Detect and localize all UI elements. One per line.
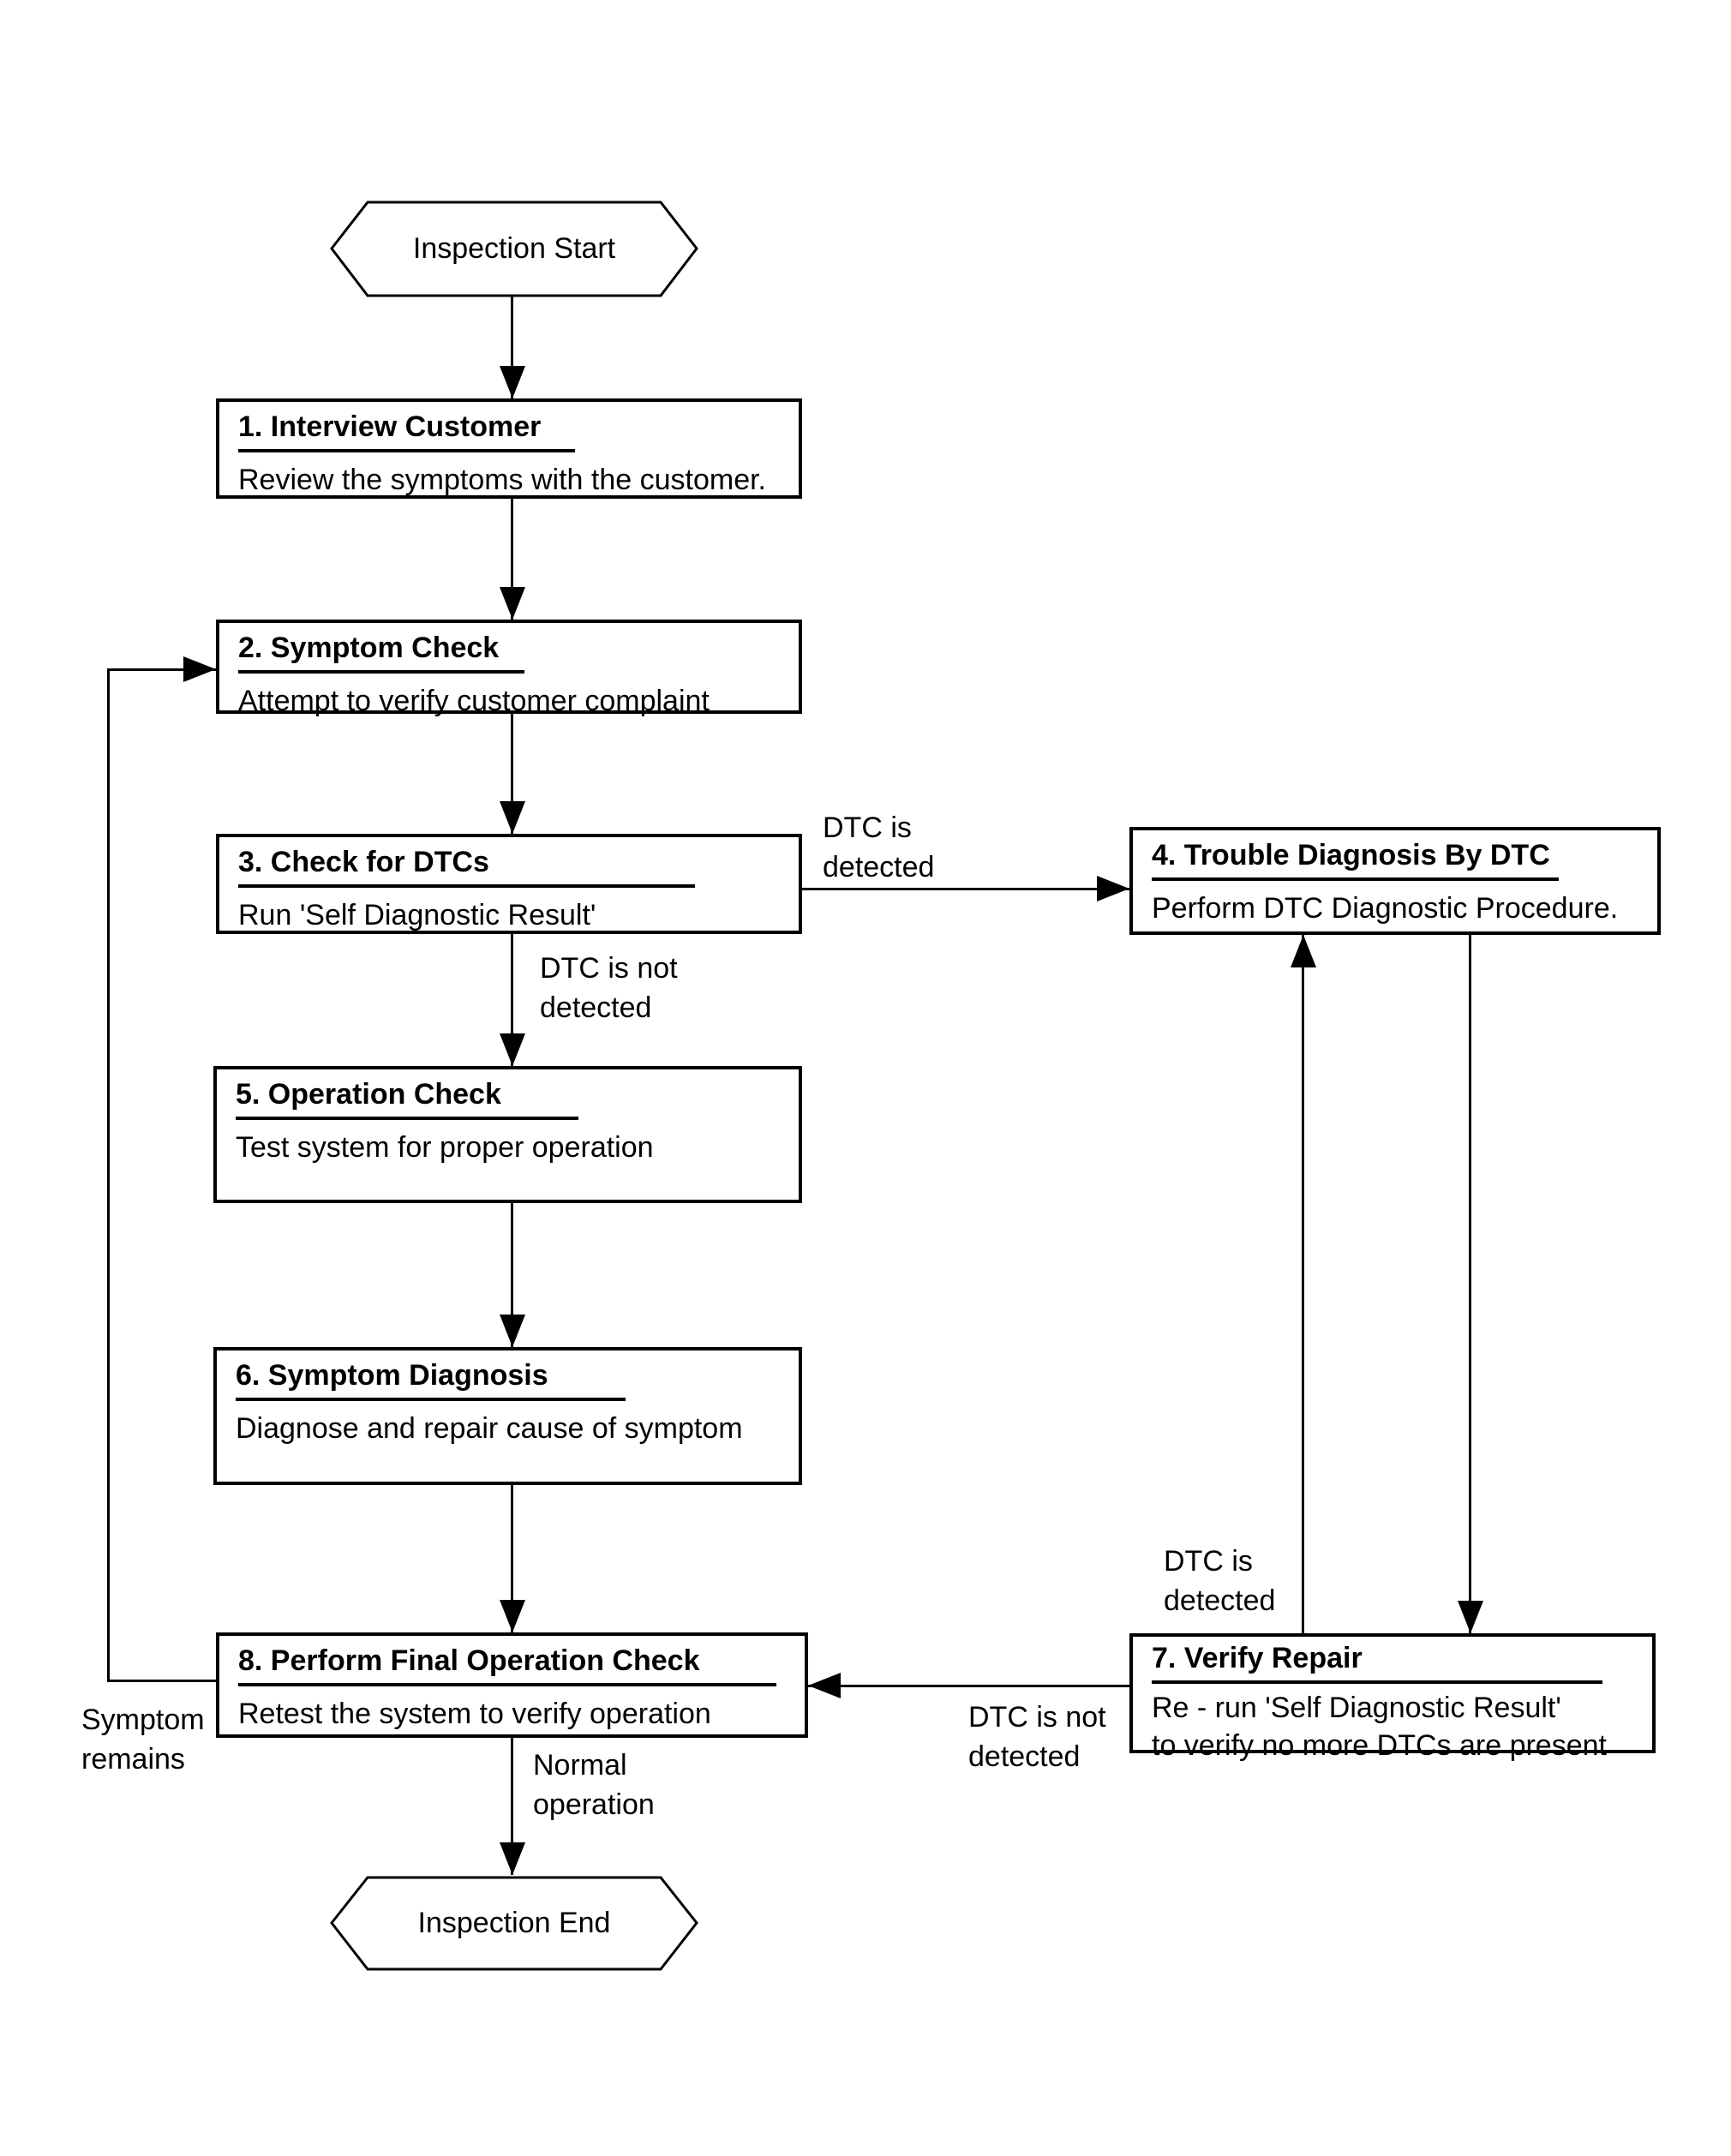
step-4-title: 4. Trouble Diagnosis By DTC xyxy=(1152,839,1559,882)
edge-box7-box4-up xyxy=(1302,935,1304,1633)
edge-box8-end-arrowhead xyxy=(500,1842,525,1875)
step-7-body: Re - run 'Self Diagnostic Result' to ver… xyxy=(1152,1692,1607,1763)
step-3-body: Run 'Self Diagnostic Result' xyxy=(238,899,596,932)
hexagon-shape xyxy=(330,201,698,297)
node-inspection-start: Inspection Start xyxy=(330,200,698,298)
edge-box8-box2-bottom-segment xyxy=(107,1680,216,1682)
node-step-6: 6. Symptom Diagnosis Diagnose and repair… xyxy=(213,1347,802,1485)
edge-start-box1-arrowhead xyxy=(500,366,525,398)
edge-label-symptom-remains: Symptom remains xyxy=(81,1704,205,1776)
step-7-title: 7. Verify Repair xyxy=(1152,1642,1602,1685)
edge-label-dtc-not-detected-box3-box5: DTC is not detected xyxy=(540,952,678,1024)
edge-label-normal-operation: Normal operation xyxy=(533,1749,655,1821)
edge-box4-box7-arrowhead xyxy=(1458,1601,1483,1633)
edge-box5-box6 xyxy=(511,1203,513,1347)
step-6-title: 6. Symptom Diagnosis xyxy=(236,1359,626,1402)
node-step-3: 3. Check for DTCs Run 'Self Diagnostic R… xyxy=(216,834,802,934)
edge-box8-box2-arrowhead xyxy=(183,656,216,682)
edge-box6-box8-arrowhead xyxy=(500,1600,525,1632)
edge-label-dtc-detected-box3-box4: DTC is detected xyxy=(823,811,935,883)
edge-box4-box7-down xyxy=(1469,935,1471,1633)
step-8-title: 8. Perform Final Operation Check xyxy=(238,1644,777,1687)
step-4-body: Perform DTC Diagnostic Procedure. xyxy=(1152,892,1619,925)
node-step-2: 2. Symptom Check Attempt to verify custo… xyxy=(216,620,802,717)
edge-box3-box5 xyxy=(511,934,513,1066)
step-2-body: Attempt to verify customer complaint xyxy=(238,685,710,718)
step-2-title: 2. Symptom Check xyxy=(238,632,525,674)
edge-box7-box8 xyxy=(808,1685,1129,1687)
start-label: Inspection Start xyxy=(412,232,616,265)
step-5-title: 5. Operation Check xyxy=(236,1078,578,1121)
edge-start-box1 xyxy=(511,296,513,398)
edge-box7-box4-arrowhead xyxy=(1291,935,1316,967)
node-step-1: 1. Interview Customer Review the symptom… xyxy=(216,398,802,499)
edge-label-dtc-detected-box7-box4: DTC is detected xyxy=(1164,1545,1276,1617)
node-step-7: 7. Verify Repair Re - run 'Self Diagnost… xyxy=(1129,1633,1656,1762)
edge-box3-box4 xyxy=(802,888,1129,890)
edge-box2-box3 xyxy=(511,714,513,834)
edge-box2-box3-arrowhead xyxy=(500,801,525,834)
edge-box8-box2-vertical-segment xyxy=(107,668,110,1682)
edge-box8-end xyxy=(511,1738,513,1875)
edge-box1-box2-arrowhead xyxy=(500,587,525,620)
hexagon-shape xyxy=(330,1876,698,1971)
edge-box5-box6-arrowhead xyxy=(500,1315,525,1347)
node-step-5: 5. Operation Check Test system for prope… xyxy=(213,1066,802,1203)
end-label: Inspection End xyxy=(417,1907,611,1939)
edge-label-dtc-not-detected-box7-box8: DTC is not detected xyxy=(968,1701,1106,1773)
step-6-body: Diagnose and repair cause of symptom xyxy=(236,1412,743,1446)
step-8-body: Retest the system to verify operation xyxy=(238,1698,711,1731)
node-inspection-end: Inspection End xyxy=(330,1875,698,1972)
node-step-4: 4. Trouble Diagnosis By DTC Perform DTC … xyxy=(1129,827,1661,935)
step-5-body: Test system for proper operation xyxy=(236,1131,654,1165)
node-step-8: 8. Perform Final Operation Check Retest … xyxy=(216,1632,808,1738)
step-1-title: 1. Interview Customer xyxy=(238,410,576,453)
step-3-title: 3. Check for DTCs xyxy=(238,846,695,889)
edge-box3-box5-arrowhead xyxy=(500,1033,525,1066)
edge-box1-box2 xyxy=(511,499,513,620)
edge-box3-box4-arrowhead xyxy=(1097,876,1129,901)
step-1-body: Review the symptoms with the customer. xyxy=(238,464,767,497)
edge-box7-box8-arrowhead xyxy=(808,1673,841,1698)
edge-box8-box2-top-segment xyxy=(107,668,216,671)
edge-box6-box8 xyxy=(511,1485,513,1632)
